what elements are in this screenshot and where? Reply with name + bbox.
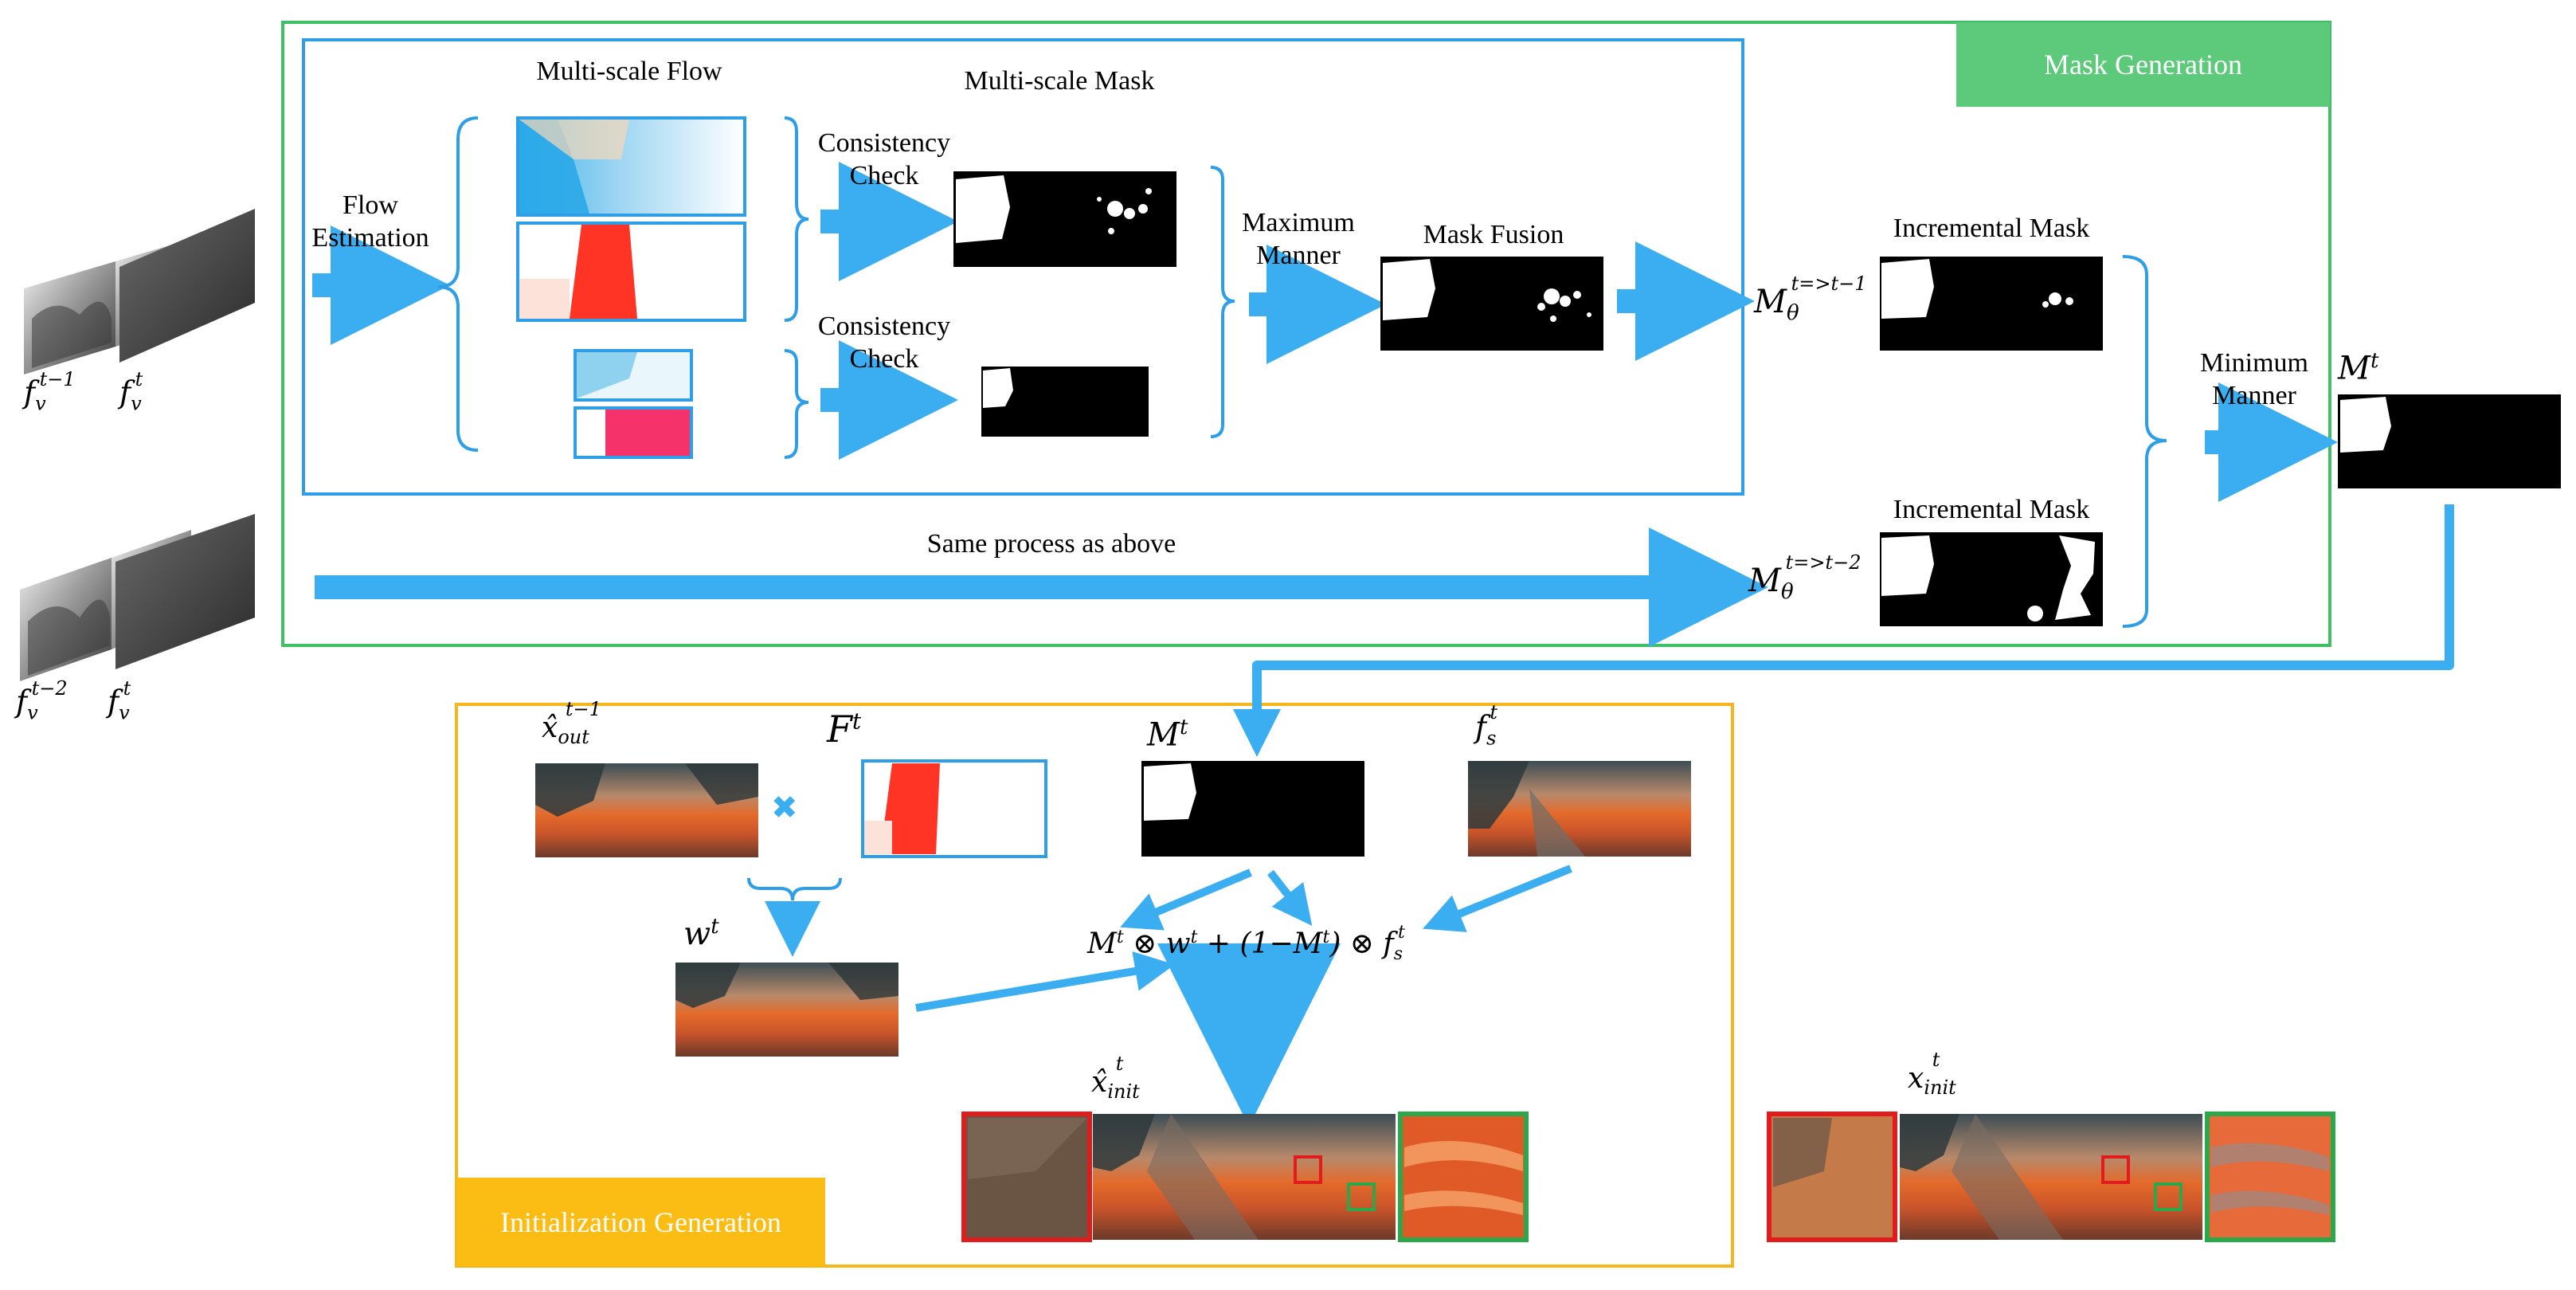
M-t-label-init: Mt [1147, 716, 1188, 754]
minimum-bracket [2122, 255, 2167, 628]
consistency-check-label-top: Consistency Check [817, 128, 951, 190]
init-hat-composite [961, 1112, 1529, 1242]
mask-to-init-connector [1233, 504, 2454, 757]
mask-fine [981, 367, 1149, 437]
consistency-bracket-bottom [784, 349, 809, 459]
flow-estimation-label: Flow Estimation [311, 190, 429, 253]
final-mask-image [2338, 394, 2561, 488]
f-s-t-label: fst [1475, 701, 1498, 750]
maximum-manner-label: Maximum Manner [1242, 208, 1355, 270]
frame-stack-t1 [24, 209, 255, 374]
x-init-hat-label: x̂initt [1091, 1053, 1140, 1104]
multiply-symbol: ✖ [771, 790, 798, 826]
x-out-hat-label: x̂outt−1 [542, 698, 601, 749]
f-v-t-minus-1: fvt−1 [24, 368, 76, 415]
mask-to-formula-arrow-1 [1120, 868, 1252, 931]
style-to-formula-arrow [1423, 865, 1572, 932]
flow-image-fine-2 [574, 406, 693, 459]
consistency-check-label-bottom: Consistency Check [817, 312, 951, 374]
m-t-output: Mt [2338, 349, 2379, 387]
m-theta-t1: Mθt=>t−1 [1754, 272, 1867, 325]
f-v-t-bottom: fvt [108, 677, 131, 724]
flow-image-coarse-2 [516, 222, 746, 322]
mask-generation-title: Mask Generation [2044, 49, 2242, 80]
multiply-bracket [747, 877, 842, 901]
mask-to-formula-arrow-2 [1267, 869, 1313, 926]
warped-to-formula-arrow [915, 951, 1175, 1012]
previous-output-image [535, 763, 758, 857]
mask-fusion-label: Mask Fusion [1423, 220, 1564, 249]
init-generation-box [455, 703, 1734, 1268]
mask-coarse [953, 171, 1176, 267]
flow-bracket [437, 116, 479, 452]
f-v-t-minus-2: fvt−2 [16, 677, 68, 724]
m-theta-t2: Mθt=>t−2 [1748, 551, 1862, 604]
frame-stack-t2 [20, 514, 255, 681]
maximum-bracket [1210, 166, 1235, 438]
stylized-frame-image [1468, 761, 1691, 857]
consistency-bracket-top [784, 116, 809, 322]
init-mask-image [1141, 761, 1364, 857]
f-v-t-top: fvt [119, 368, 143, 415]
init-generation-badge [456, 1178, 825, 1266]
warped-image [675, 963, 898, 1057]
incremental-mask-t2 [1880, 532, 2103, 626]
init-generation-title: Initialization Generation [500, 1206, 781, 1238]
w-t-label: wt [683, 915, 719, 953]
blend-formula: Mt ⊗ wt + (1−Mt) ⊗ fst [1087, 923, 1405, 965]
incremental-mask-label-bottom: Incremental Mask [1893, 495, 2090, 524]
flow-image-Ft [861, 759, 1047, 858]
same-process-label: Same process as above [926, 529, 1176, 559]
flow-image-coarse-1 [516, 116, 746, 217]
flow-image-fine-1 [574, 349, 693, 402]
mask-generation-box [281, 21, 2331, 647]
multi-scale-mask-label: Multi-scale Mask [964, 66, 1155, 96]
F-t-label: Ft [827, 708, 862, 751]
multi-scale-flow-label: Multi-scale Flow [536, 57, 722, 86]
incremental-mask-t1 [1880, 257, 2103, 351]
incremental-mask-label-top: Incremental Mask [1893, 214, 2090, 243]
mask-fusion-image [1380, 257, 1603, 351]
x-init-label: xinitt [1908, 1049, 1956, 1100]
init-composite [1767, 1112, 2335, 1242]
mask-generation-badge [1956, 22, 2330, 107]
minimum-manner-label: Minimum Manner [2199, 348, 2309, 410]
